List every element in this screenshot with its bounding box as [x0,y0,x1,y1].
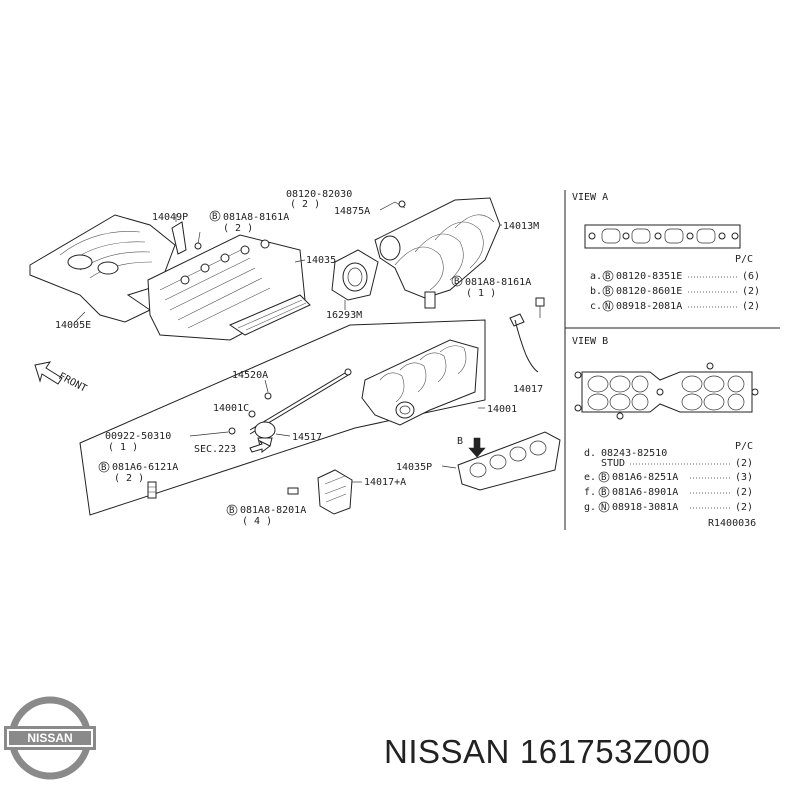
label-14049P: 14049P [152,212,188,223]
label-14875A: 14875A [334,206,370,217]
view-b-row-e: e. B 081A6-8251A (3) [584,471,753,483]
svg-text:08918-2081A: 08918-2081A [616,301,682,312]
svg-text:(2): (2) [742,301,760,312]
label-qty-top-2: ( 2 ) [290,199,320,210]
label-qty-6121: ( 2 ) [114,473,144,484]
label-qty-8201: ( 4 ) [242,516,272,527]
svg-text:08120-8351E: 08120-8351E [616,271,682,282]
svg-text:(6): (6) [742,271,760,282]
label-sec223: SEC.223 [194,444,236,455]
engine-cover [29,214,176,323]
view-b-row-f: f. B 081A6-8901A (2) [584,486,753,498]
label-14005E: 14005E [55,320,91,331]
nissan-logo: NISSAN [4,696,96,780]
part-number: 161753Z000 [519,733,711,770]
svg-text:(2): (2) [742,286,760,297]
label-14035P: 14035P [396,462,432,473]
svg-text:N: N [605,302,610,312]
svg-text:STUD: STUD [601,458,625,469]
label-081A8-8161A-top: 081A8-8161A [223,212,289,223]
label-00922-50310: 00922-50310 [105,431,171,442]
view-a-row-c: c. N 08918-2081A (2) [590,300,760,312]
circle-b-2: B [454,277,459,287]
svg-text:B: B [605,287,610,297]
upper-intake-manifold [374,197,501,299]
svg-text:(2): (2) [735,487,753,498]
label-qty-mid: ( 1 ) [466,288,496,299]
cylinder-head [147,234,311,341]
reference-code: R1400036 [708,518,756,529]
svg-text:B: B [605,272,610,282]
label-14013M: 14013M [503,221,539,232]
label-16293M: 16293M [326,310,362,321]
svg-text:(2): (2) [735,458,753,469]
label-081A8-8201A: 081A8-8201A [240,505,306,516]
lower-intake-manifold [361,339,479,426]
label-14520A: 14520A [232,370,268,381]
view-a-pc: P/C [735,254,753,265]
svg-text:b.: b. [590,286,602,297]
svg-text:c.: c. [590,301,602,312]
label-14017: 14017 [513,384,543,395]
label-081A8-8161A-mid: 081A8-8161A [465,277,531,288]
view-b-pc: P/C [735,441,753,452]
view-b-gasket [574,362,759,420]
view-a-title: VIEW A [572,192,608,203]
svg-text:g.: g. [584,502,596,513]
circle-b-1: B [212,212,217,222]
label-14001: 14001 [487,404,517,415]
svg-text:e.: e. [584,472,596,483]
label-081A6-6121A: 081A6-6121A [112,462,178,473]
svg-text:NISSAN: NISSAN [27,731,72,745]
svg-text:B: B [601,473,606,483]
view-a-gasket [584,224,741,249]
view-b-row-stud: STUD (2) [601,458,753,469]
svg-text:081A6-8251A: 081A6-8251A [612,472,678,483]
svg-text:(3): (3) [735,472,753,483]
view-a-row-a: a. B 08120-8351E (6) [590,270,760,282]
circle-b-3: B [101,463,106,473]
assembly-callout-frame [79,319,486,516]
svg-text:08120-8601E: 08120-8601E [616,286,682,297]
svg-text:d.: d. [584,448,596,459]
svg-text:08918-3081A: 08918-3081A [612,502,678,513]
svg-text:081A6-8901A: 081A6-8901A [612,487,678,498]
marker-b: B [457,436,463,447]
throttle-gasket [331,249,379,301]
label-14517: 14517 [292,432,322,443]
label-qty-00922: ( 1 ) [108,442,138,453]
view-a-row-b: b. B 08120-8601E (2) [590,285,760,297]
label-qty-top: ( 2 ) [223,223,253,234]
view-b-row-d: d. 08243-82510 [584,448,667,459]
circle-b-4: B [229,506,234,516]
front-label: FRONT [57,371,89,395]
label-14017-plus-a: 14017+A [364,477,406,488]
label-14001C: 14001C [213,403,249,414]
intake-gasket [457,431,561,491]
label-14035: 14035 [306,255,336,266]
svg-text:f.: f. [584,487,596,498]
front-arrow [34,361,63,385]
view-b-row-g: g. N 08918-3081A (2) [584,501,753,513]
svg-text:(2): (2) [735,502,753,513]
bracket [317,469,353,515]
view-b-title: VIEW B [572,336,608,347]
svg-text:N: N [601,503,606,513]
svg-text:a.: a. [590,271,602,282]
brand-maker: NISSAN [384,733,510,770]
svg-text:B: B [601,488,606,498]
label-08120-top: 08120-82030 [286,189,352,200]
svg-text:08243-82510: 08243-82510 [601,448,667,459]
egr-valve [254,421,276,447]
